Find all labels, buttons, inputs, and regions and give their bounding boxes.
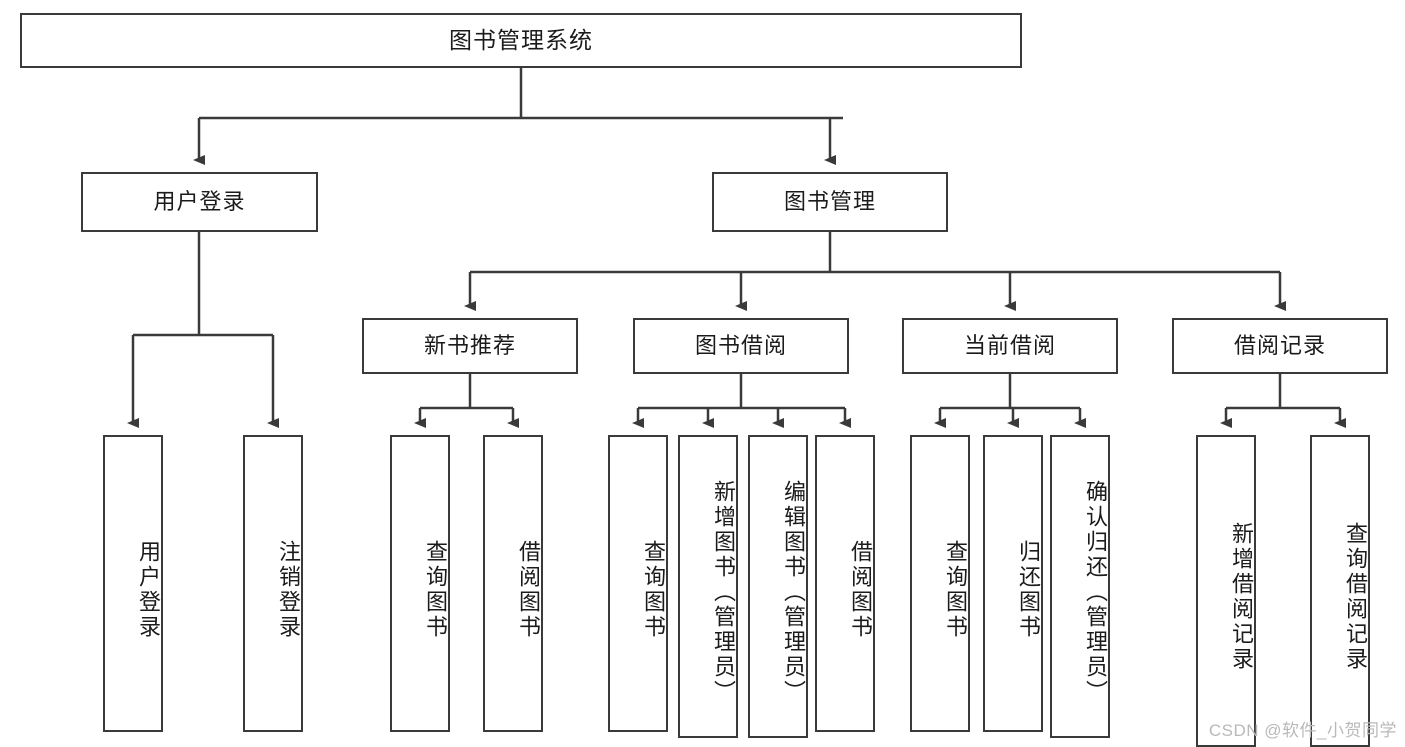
leaf-add-borrow-record[interactable]: 新增借阅记录 <box>1196 435 1256 747</box>
leaf-borrow-book[interactable]: 借阅图书 <box>815 435 875 732</box>
node-label: 查询图书 <box>423 539 448 640</box>
node-book-borrow[interactable]: 图书借阅 <box>633 318 849 374</box>
node-label: 确认归还（管理员） <box>1083 480 1108 705</box>
leaf-query-book-rec[interactable]: 查询图书 <box>390 435 450 732</box>
node-book-management[interactable]: 图书管理 <box>712 172 948 232</box>
node-user-login[interactable]: 用户登录 <box>81 172 318 232</box>
node-label: 新增图书（管理员） <box>711 480 736 705</box>
leaf-logout-login[interactable]: 注销登录 <box>243 435 303 732</box>
node-label: 用户登录 <box>136 539 161 640</box>
node-borrow-record[interactable]: 借阅记录 <box>1172 318 1388 374</box>
leaf-borrow-book-rec[interactable]: 借阅图书 <box>483 435 543 732</box>
node-label: 编辑图书（管理员） <box>781 480 806 705</box>
node-label: 图书管理 <box>783 189 876 215</box>
node-label: 查询借阅记录 <box>1343 522 1368 672</box>
leaf-query-borrow-record[interactable]: 查询借阅记录 <box>1310 435 1370 747</box>
leaf-user-login[interactable]: 用户登录 <box>103 435 163 732</box>
node-label: 当前借阅 <box>963 333 1056 359</box>
leaf-confirm-return-admin[interactable]: 确认归还（管理员） <box>1050 435 1110 738</box>
node-new-book-recommend[interactable]: 新书推荐 <box>362 318 578 374</box>
leaf-query-book-borrow[interactable]: 查询图书 <box>608 435 668 732</box>
leaf-return-book[interactable]: 归还图书 <box>983 435 1043 732</box>
node-label: 查询图书 <box>641 539 666 640</box>
node-label: 注销登录 <box>276 539 301 640</box>
watermark-text: CSDN @软件_小贺同学 <box>1208 721 1397 740</box>
node-root-system[interactable]: 图书管理系统 <box>20 13 1022 68</box>
node-label: 图书借阅 <box>694 333 787 359</box>
node-label: 借阅图书 <box>848 539 873 640</box>
node-label: 归还图书 <box>1016 539 1041 640</box>
node-label: 借阅图书 <box>516 539 541 640</box>
node-label: 图书管理系统 <box>449 27 593 54</box>
node-current-borrow[interactable]: 当前借阅 <box>902 318 1118 374</box>
node-label: 查询图书 <box>943 539 968 640</box>
leaf-edit-book-admin[interactable]: 编辑图书（管理员） <box>748 435 808 738</box>
node-label: 新增借阅记录 <box>1229 522 1254 672</box>
leaf-add-book-admin[interactable]: 新增图书（管理员） <box>678 435 738 738</box>
node-label: 用户登录 <box>153 189 246 215</box>
leaf-query-book-current[interactable]: 查询图书 <box>910 435 970 732</box>
node-label: 新书推荐 <box>423 333 516 359</box>
node-label: 借阅记录 <box>1233 333 1326 359</box>
